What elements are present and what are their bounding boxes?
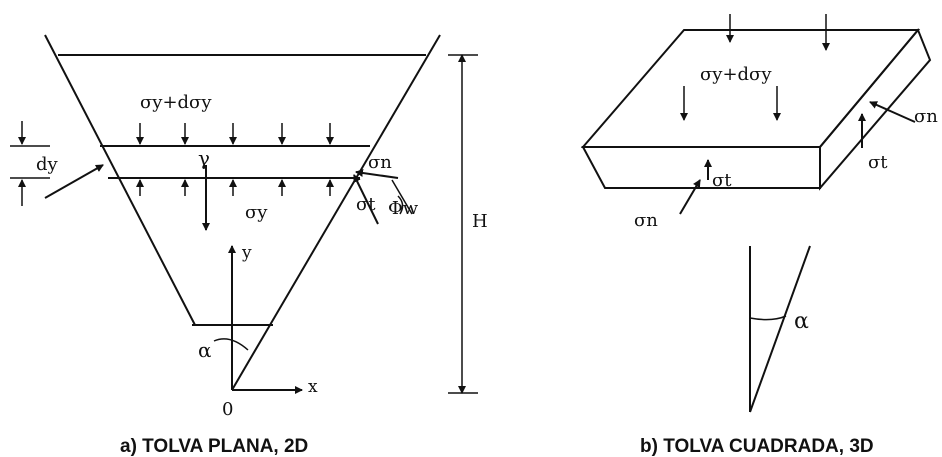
sigma-n-label: σn (368, 152, 392, 173)
hopper-right-wall (269, 34, 441, 326)
caption-2d: a) TOLVA PLANA, 2D (120, 436, 308, 457)
caption-3d: b) TOLVA CUADRADA, 3D (640, 436, 874, 457)
dy-label: dy (36, 154, 59, 175)
sigma-t-label: σt (356, 194, 376, 215)
slab-front-face (581, 146, 821, 189)
sigma-top-arrows (136, 123, 334, 145)
origin-label: 0 (222, 399, 233, 420)
alpha-label-3d: α (794, 309, 809, 334)
sigma-top-arrows-3d (680, 14, 830, 121)
sigma-y-label: σy (245, 202, 268, 223)
square-hopper-3d: σy+dσy σn σt σt σn α b) TOLVA CUADRADA, … (580, 14, 938, 457)
height-label: H (472, 211, 488, 232)
dy-dimension (10, 121, 50, 206)
phi-w-label: Φw (388, 198, 419, 219)
sigma-t-right-label: σt (868, 152, 888, 173)
sigma-y-arrows (136, 179, 334, 196)
slab-right-face (819, 28, 932, 191)
height-dimension (448, 54, 478, 394)
right-face-forces (858, 101, 916, 148)
plane-hopper-2d: σy+dσy dy γ σy σn σt Φw H y x 0 α a) TOL… (10, 34, 488, 457)
sigma-n-right-label: σn (914, 106, 938, 127)
coordinate-axes (213, 245, 303, 394)
hopper-left-wall (44, 34, 196, 326)
sigma-n-front-label: σn (634, 210, 658, 231)
x-axis-label: x (308, 377, 318, 397)
left-wall-normal-arrow (44, 164, 104, 199)
y-axis-label: y (241, 243, 252, 263)
sigma-top-label-3d: σy+dσy (700, 64, 772, 85)
sigma-top-label: σy+dσy (140, 92, 212, 113)
front-face-forces (679, 159, 712, 215)
gamma-label: γ (198, 146, 210, 170)
right-wall-forces (353, 169, 413, 225)
sigma-t-front-label: σt (712, 170, 732, 191)
alpha-label-2d: α (198, 338, 212, 362)
alpha-angle-3d (749, 245, 811, 413)
